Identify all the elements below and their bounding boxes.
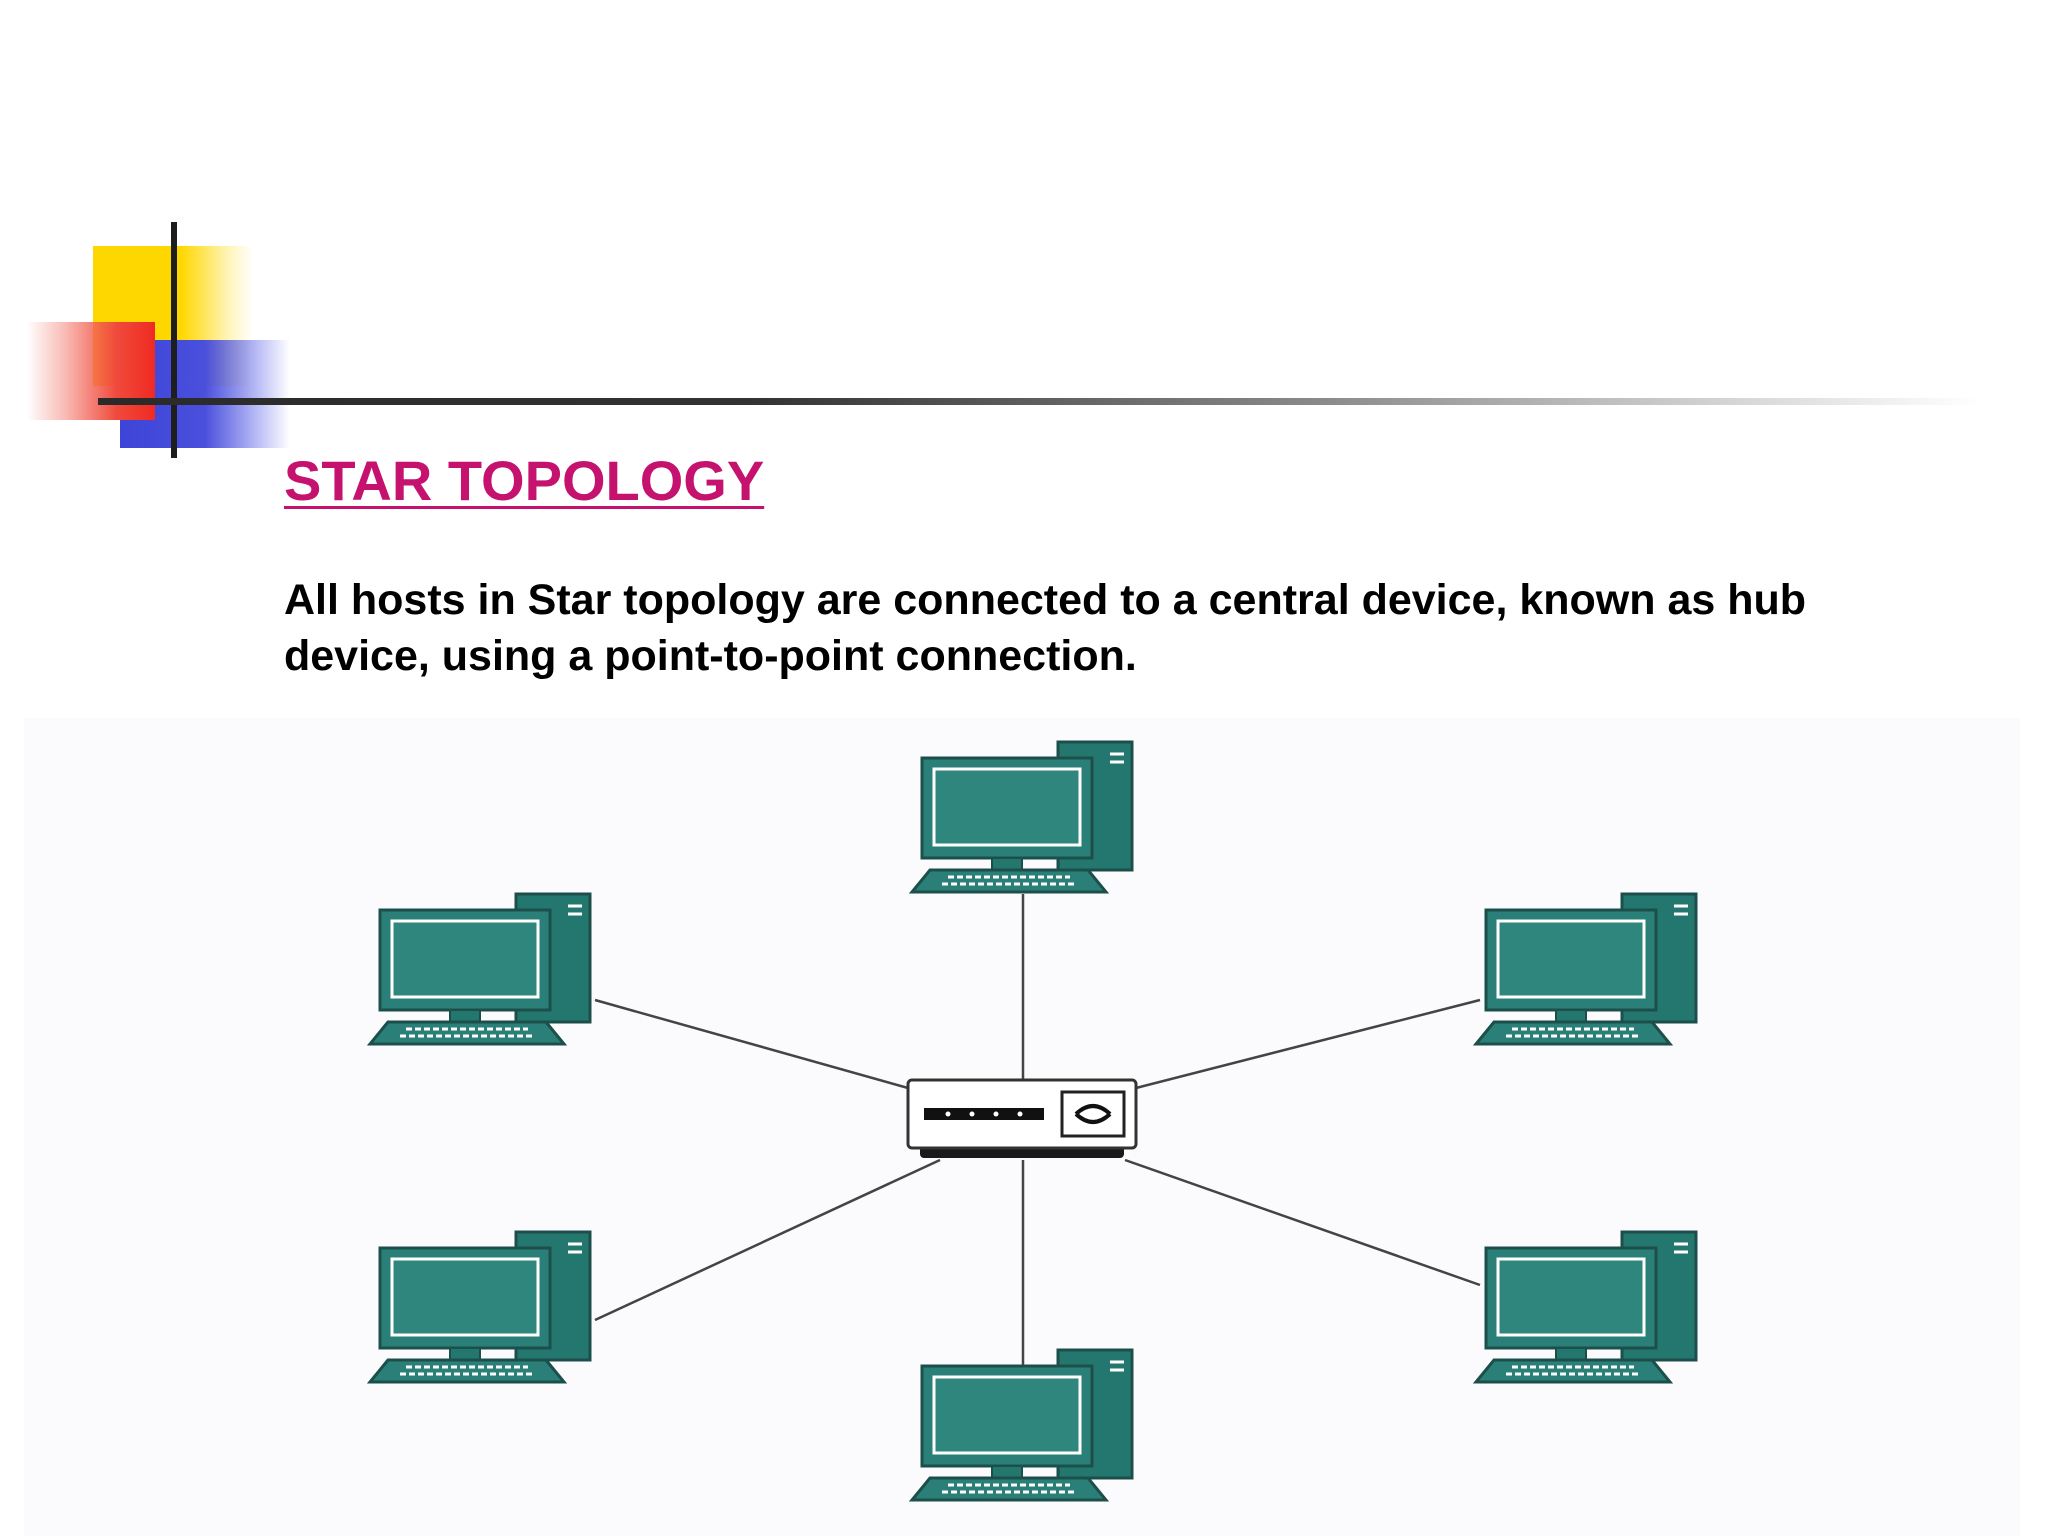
host-lower-right-desktop-computer-icon [1474, 1230, 1698, 1384]
host-lower-left-desktop-computer-icon [368, 1230, 592, 1384]
host-upper-left-desktop-computer-icon [368, 892, 592, 1046]
link-lower-left [594, 1158, 941, 1322]
slide-title: STAR TOPOLOGY [284, 449, 765, 512]
decorative-horizontal-rule [98, 398, 1978, 405]
host-top-desktop-computer-icon [910, 740, 1134, 894]
host-upper-right-desktop-computer-icon [1474, 892, 1698, 1046]
decorative-vertical-rule [171, 222, 177, 458]
hub-icon [906, 1078, 1138, 1158]
slide-body-text: All hosts in Star topology are connected… [284, 576, 1807, 680]
link-lower-right [1124, 1158, 1481, 1287]
links-layer [594, 894, 1481, 1365]
link-upper-right [1135, 998, 1481, 1090]
host-bottom-desktop-computer-icon [910, 1348, 1134, 1502]
link-upper-left [594, 998, 909, 1090]
